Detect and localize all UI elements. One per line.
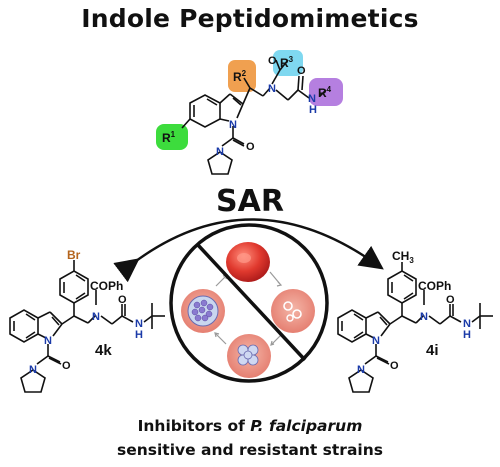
parasite-life-cycle-icon xyxy=(169,223,329,383)
ring-stage-cell-icon xyxy=(271,289,315,333)
compound-4k-acyl: COPh xyxy=(90,279,123,293)
compound-4k-n-amine: N xyxy=(92,311,100,323)
caption-prefix: Inhibitors of xyxy=(137,417,251,435)
caption-organism: P. falciparum xyxy=(250,417,363,435)
compound-4i-acyl: COPh xyxy=(418,279,451,293)
curved-double-arrow-icon xyxy=(113,218,384,283)
compound-4i-n-pyrrolidine: N xyxy=(357,364,365,376)
scaffold-bonds xyxy=(181,59,327,175)
r1-highlight xyxy=(156,124,188,150)
compound-4k-id: 4k xyxy=(95,342,112,359)
compound-4i-substituent: CH3 xyxy=(392,249,414,265)
scaffold-n-pyrrolidine: N xyxy=(216,146,224,158)
caption-line-1: Inhibitors of P. falciparum xyxy=(0,417,500,435)
compound-4i-o-amide: O xyxy=(446,294,455,306)
scaffold-o-acyl: O xyxy=(268,55,277,67)
scaffold-r1-label: R1 xyxy=(162,130,176,145)
compound-4i-n-ring: N xyxy=(372,335,380,347)
r2-highlight xyxy=(228,60,256,92)
scaffold-n-ring: N xyxy=(229,119,237,131)
compound-4k-n-ring: N xyxy=(44,335,52,347)
scaffold-r3-label: R3 xyxy=(280,55,294,70)
compound-4k-n-amide: N xyxy=(135,318,143,330)
compound-4i-n-amine: N xyxy=(420,311,428,323)
compound-4k-o-amide: O xyxy=(118,294,127,306)
compound-4k-h-amide: H xyxy=(135,329,143,341)
compound-4k-substituent: Br xyxy=(67,248,81,262)
scaffold-n-amine: N xyxy=(268,83,276,95)
compound-4i-n-amide: N xyxy=(463,318,471,330)
compound-4i: CH3 COPh N O N H N O N 4i xyxy=(337,249,493,393)
scaffold-o-amide: O xyxy=(297,65,306,77)
caption-line-2: sensitive and resistant strains xyxy=(117,441,383,459)
page-title: Indole Peptidomimetics xyxy=(81,4,419,33)
compound-4i-o-carbamoyl: O xyxy=(390,360,399,372)
r4-highlight xyxy=(309,78,343,106)
compound-4k: Br COPh N O N H N O N 4k xyxy=(9,248,165,393)
sar-label: SAR xyxy=(216,184,284,219)
scaffold-h-amide: H xyxy=(309,104,317,116)
compound-4i-h-amide: H xyxy=(463,329,471,341)
scaffold-r2-label: R2 xyxy=(233,69,247,84)
compound-4k-o-carbamoyl: O xyxy=(62,360,71,372)
scaffold-r4-label: R4 xyxy=(318,85,332,100)
scaffold-n-amide: N xyxy=(308,93,316,105)
compound-4k-n-pyrrolidine: N xyxy=(29,364,37,376)
prohibition-sign-icon xyxy=(196,243,307,362)
scaffold-o-carbamoyl: O xyxy=(246,141,255,153)
compound-4i-id: 4i xyxy=(426,342,439,359)
